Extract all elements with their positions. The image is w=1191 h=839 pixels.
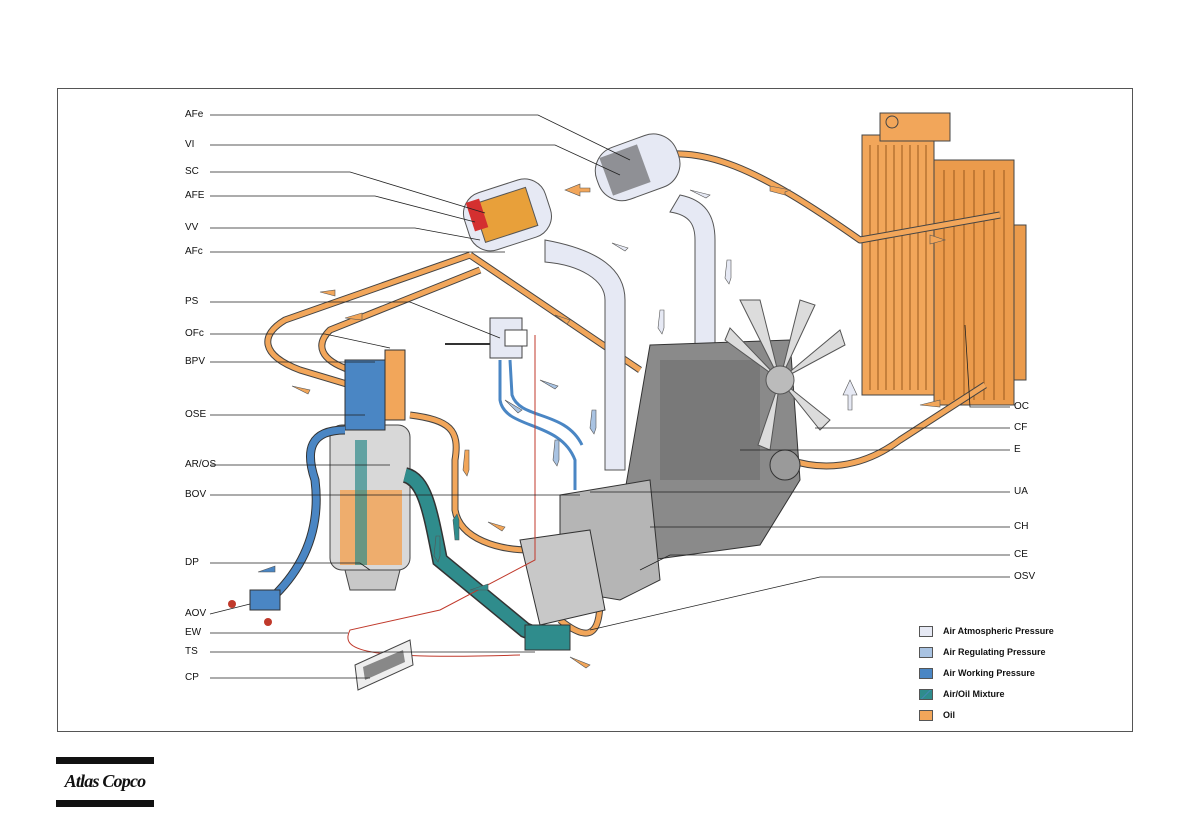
label-osv: OSV [1014, 571, 1035, 583]
thermostatic-valve [525, 625, 570, 650]
logo-bar-top [56, 757, 154, 764]
label-sc: SC [185, 166, 199, 178]
label-bpv: BPV [185, 356, 205, 368]
label-ch: CH [1014, 521, 1028, 533]
label-e: E [1014, 444, 1021, 456]
legend-item: Air Regulating Pressure [919, 647, 1119, 661]
label-cf: CF [1014, 422, 1027, 434]
label-cp: CP [185, 672, 199, 684]
legend-item: Air/Oil Mixture [919, 689, 1119, 703]
label-afc: AFc [185, 246, 203, 258]
air-outlet-valve [228, 590, 280, 626]
legend-swatch-air-regulating [919, 647, 933, 658]
legend-label: Oil [943, 710, 955, 721]
legend-swatch-air-oil-mixture [919, 689, 933, 700]
legend-item: Air Working Pressure [919, 668, 1119, 682]
label-oc: OC [1014, 401, 1029, 413]
label-ew: EW [185, 627, 201, 639]
logo-wordmark: Atlas Copco [56, 770, 154, 792]
legend-swatch-air-atmospheric [919, 626, 933, 637]
label-ps: PS [185, 296, 198, 308]
legend-swatch-air-working [919, 668, 933, 679]
engine [520, 340, 800, 625]
label-ofc: OFc [185, 328, 204, 340]
label-ts: TS [185, 646, 198, 658]
legend-label: Air Atmospheric Pressure [943, 626, 1054, 637]
air-filter-element [458, 173, 557, 256]
logo-bar-bottom [56, 800, 154, 807]
label-ua: UA [1014, 486, 1028, 498]
label-ce: CE [1014, 549, 1028, 561]
label-bov: BOV [185, 489, 206, 501]
label-vv: VV [185, 222, 198, 234]
legend-swatch-oil [919, 710, 933, 721]
legend-label: Air Working Pressure [943, 668, 1035, 679]
legend-label: Air Regulating Pressure [943, 647, 1046, 658]
label-vi: VI [185, 139, 194, 151]
control-panel [355, 640, 413, 690]
legend-item: Air Atmospheric Pressure [919, 626, 1119, 640]
oil-cooler [862, 113, 1026, 405]
label-afe-left: AFe [185, 109, 203, 121]
pressure-regulator [445, 318, 527, 358]
label-aov: AOV [185, 608, 206, 620]
label-afe: AFE [185, 190, 204, 202]
label-ar-os: AR/OS [185, 459, 216, 471]
legend-label: Air/Oil Mixture [943, 689, 1005, 700]
label-dp: DP [185, 557, 199, 569]
label-ose: OSE [185, 409, 206, 421]
atlas-copco-logo: Atlas Copco [56, 757, 154, 807]
regulating-lines [500, 360, 582, 490]
legend-item: Oil [919, 710, 1119, 724]
